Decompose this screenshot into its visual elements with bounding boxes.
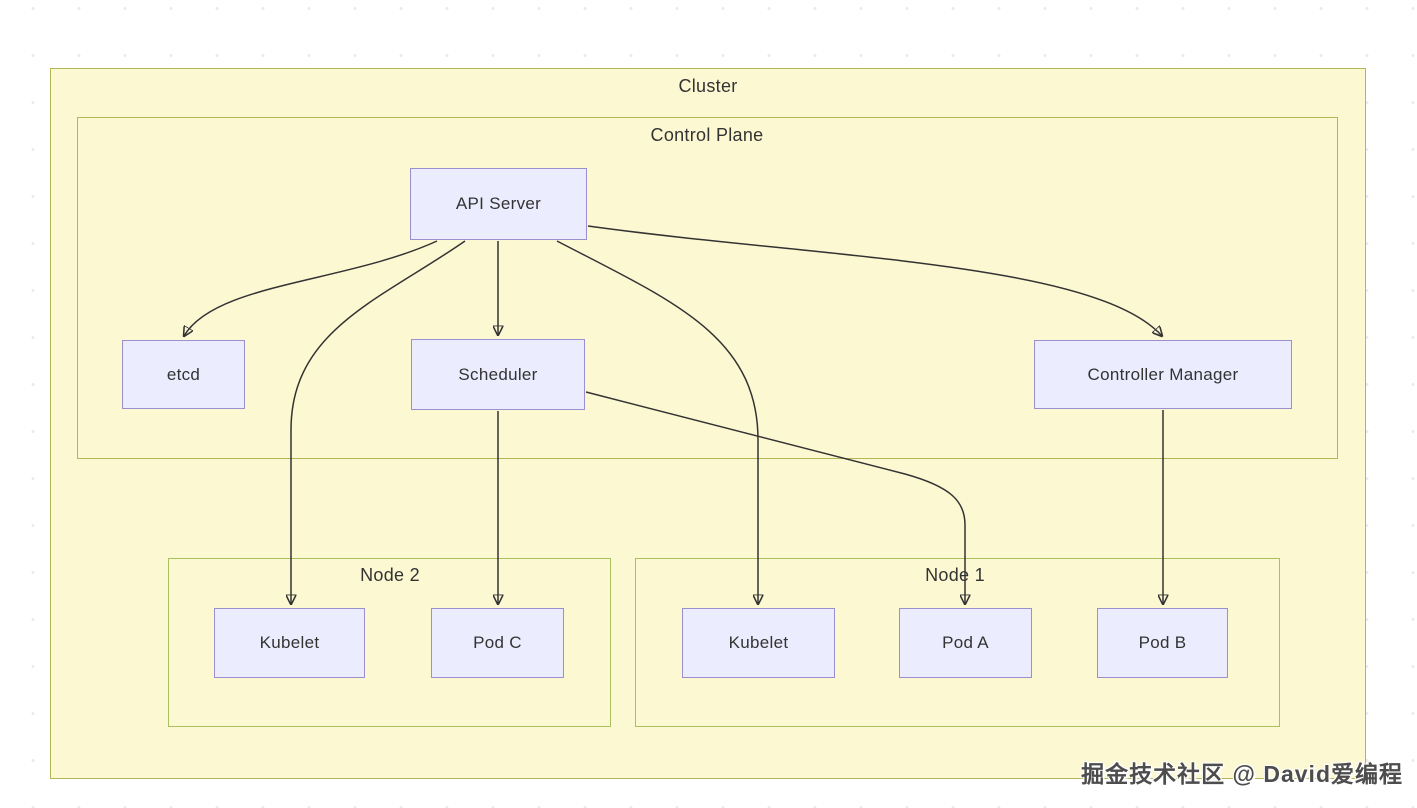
node2-title: Node 2	[360, 565, 420, 585]
cluster-title: Cluster	[678, 76, 738, 96]
node1-kubelet-node: Kubelet	[682, 608, 835, 678]
node2-pod-c-node: Pod C	[431, 608, 564, 678]
watermark-text: 掘金技术社区 @ David爱编程	[1081, 761, 1403, 787]
etcd-node: etcd	[122, 340, 245, 409]
node1-title: Node 1	[925, 565, 985, 585]
api-server-node: API Server	[410, 168, 587, 240]
node2-kubelet-node: Kubelet	[214, 608, 365, 678]
node1-pod-b-node: Pod B	[1097, 608, 1228, 678]
node1-pod-a-node: Pod A	[899, 608, 1032, 678]
controller-manager-node: Controller Manager	[1034, 340, 1292, 409]
control-plane-title: Control Plane	[650, 125, 764, 145]
scheduler-node: Scheduler	[411, 339, 585, 410]
